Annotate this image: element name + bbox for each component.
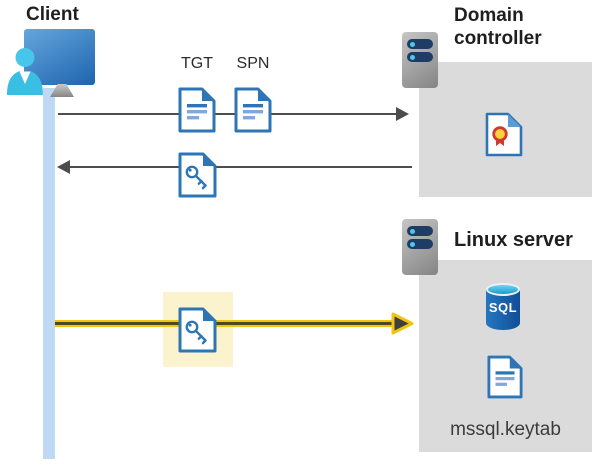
sql-badge-label: SQL	[488, 300, 518, 315]
certificate-icon	[485, 112, 523, 157]
server-led-icon	[410, 41, 415, 47]
sql-cylinder-top	[486, 283, 520, 296]
linux-server-icon	[402, 219, 438, 275]
server-slot	[407, 52, 433, 62]
person-icon	[7, 48, 43, 95]
server-slot	[407, 39, 433, 49]
domain-controller-label: Domain controller	[454, 5, 542, 49]
client-lifeline	[43, 88, 55, 459]
keytab-file-label: mssql.keytab	[450, 419, 561, 440]
server-led-icon	[410, 228, 415, 234]
server-slot	[407, 226, 433, 236]
dc-server-icon	[402, 32, 438, 88]
sql-database-icon: SQL	[486, 283, 520, 330]
tgt-label: TGT	[181, 55, 213, 72]
spn-label: SPN	[236, 55, 270, 72]
yellow-arrowhead-icon	[391, 312, 414, 335]
key-document-highlight-icon	[178, 307, 217, 353]
server-led-icon	[410, 54, 415, 60]
keytab-document-icon	[487, 355, 523, 399]
key-document-icon	[178, 152, 217, 198]
spn-document-icon	[234, 87, 272, 133]
client-label: Client	[26, 4, 79, 25]
server-led-icon	[410, 241, 415, 247]
arrowhead-left-icon	[57, 160, 70, 174]
arrow-client-to-linux-line	[55, 320, 393, 327]
server-slot	[407, 239, 433, 249]
arrow-client-to-dc-line	[58, 113, 398, 115]
tgt-document-icon	[178, 87, 216, 133]
arrow-dc-to-client-line	[70, 166, 412, 168]
linux-server-label: Linux server	[454, 229, 573, 251]
arrowhead-right-icon	[396, 107, 409, 121]
monitor-stand	[50, 84, 74, 97]
